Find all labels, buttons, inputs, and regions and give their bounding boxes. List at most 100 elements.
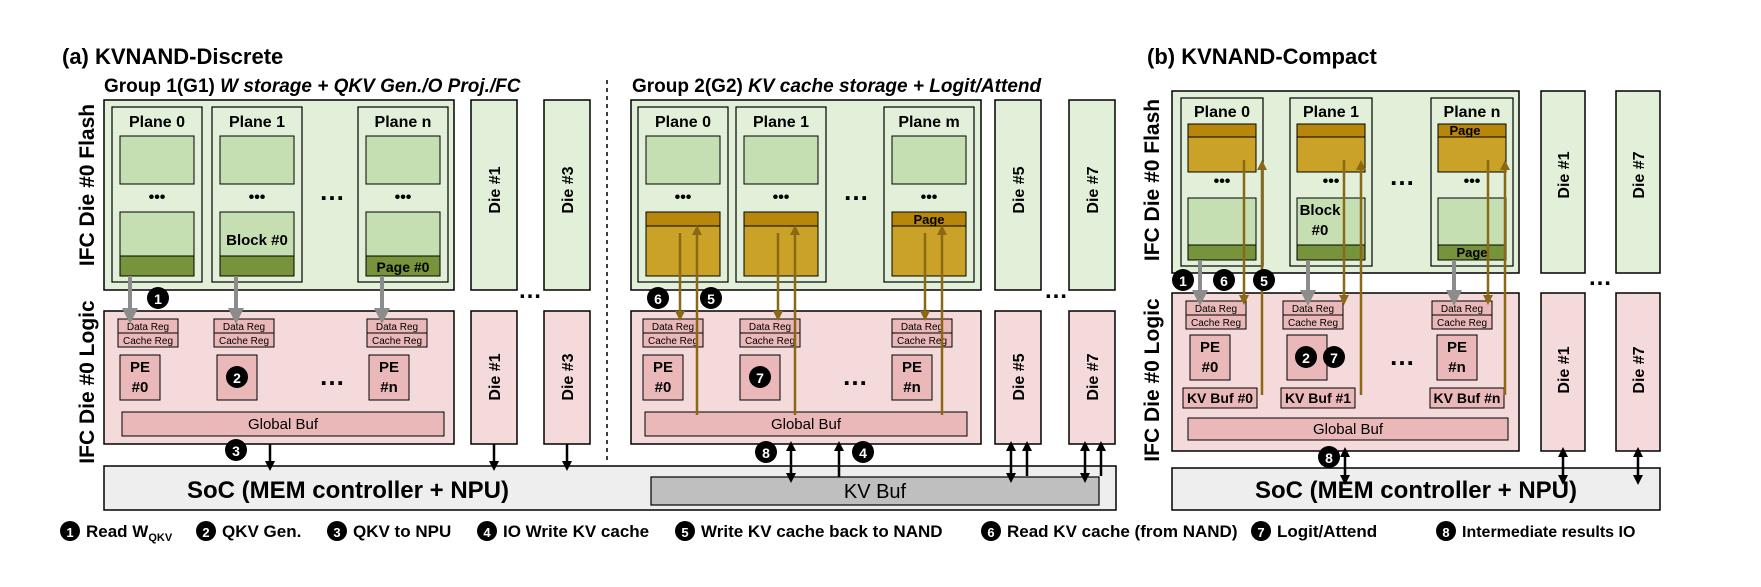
cache-reg-label: Cache Reg (1191, 318, 1241, 329)
data-reg-label: Data Reg (127, 322, 169, 333)
g2-reg-n: Data Reg Cache Reg (891, 318, 953, 348)
kv-buf-label: KV Buf #n (1434, 390, 1501, 406)
plane-vdots: ••• (773, 189, 790, 206)
g2-pe-n: PE #n (891, 354, 933, 401)
g1-pe-n: PE #n (368, 354, 410, 401)
soc-compact (1171, 467, 1661, 511)
step-marker-2-b: 2 (1295, 346, 1317, 368)
legend-num: 5 (681, 525, 688, 540)
step-marker-5-a: 5 (700, 287, 722, 309)
die-7-logic-a (1068, 310, 1116, 445)
compact-pe-n: PE #n (1436, 334, 1478, 381)
g2-global-buf (644, 411, 968, 437)
step-marker-8-a: 8 (755, 441, 777, 463)
cache-reg-label: Cache Reg (123, 336, 173, 347)
plane-label: Plane n (1444, 104, 1501, 121)
plane-vdots: ••• (1214, 173, 1231, 190)
die-3-flash-a (543, 99, 591, 291)
compact-pe-0: PE #0 (1189, 334, 1231, 381)
kv-buf-label: KV Buf #0 (1187, 390, 1253, 406)
step-num: 5 (707, 291, 715, 307)
legend-text: Read WQKV (86, 522, 173, 544)
g2-reg-0: Data Reg Cache Reg (642, 318, 704, 348)
group2-prefix: Group 2(G2) (632, 76, 748, 97)
global-buf-label: Global Buf (771, 416, 842, 433)
die-ellipsis: … (1044, 277, 1068, 304)
data-reg-label: Data Reg (376, 322, 418, 333)
plane-label: Plane 0 (129, 114, 185, 131)
data-reg-label: Data Reg (223, 322, 265, 333)
step-marker-7-a: 7 (749, 366, 771, 388)
pe-index: #n (1448, 359, 1466, 376)
step-num: 6 (1220, 273, 1228, 289)
plane-ellipsis: … (843, 176, 869, 206)
group2-desc: KV cache storage + Logit/Attend (748, 76, 1041, 97)
legend-text: Intermediate results IO (1462, 524, 1635, 541)
legend-text: IO Write KV cache (503, 522, 649, 541)
step-num: 3 (232, 443, 240, 459)
kv-buf-soc-label: KV Buf (844, 481, 907, 503)
die-label: Die #7 (1631, 151, 1648, 198)
step-marker-7-b: 7 (1323, 346, 1345, 368)
cache-reg-label: Cache Reg (648, 336, 698, 347)
side-label-flash-a: IFC Die #0 Flash (76, 104, 99, 266)
legend-item-6: 6 Read KV cache (from NAND) (981, 521, 1238, 541)
die-label: Die #7 (1085, 166, 1102, 213)
plane-label: Plane 0 (1194, 104, 1250, 121)
step-num: 2 (233, 370, 241, 386)
pe-label: PE (130, 359, 150, 376)
plane-vdots: ••• (249, 189, 266, 206)
data-reg-label: Data Reg (749, 322, 791, 333)
die-5-flash-a (994, 99, 1042, 291)
legend-num: 8 (1442, 525, 1449, 540)
compact-reg-0: Data Reg Cache Reg (1185, 300, 1247, 330)
side-label-logic-a: IFC Die #0 Logic (76, 300, 99, 464)
die-1-flash-b (1540, 90, 1586, 274)
compact-reg-1: Data Reg Cache Reg (1282, 300, 1344, 330)
legend-num: 1 (66, 525, 73, 540)
group1-desc: W storage + QKV Gen./O Proj./FC (220, 76, 521, 97)
die-5-logic-a (994, 310, 1042, 445)
step-num: 7 (1330, 350, 1338, 366)
g2-plane-1: Plane 1 ••• (735, 106, 827, 283)
step-num: 2 (1302, 350, 1310, 366)
legend-text: Read KV cache (from NAND) (1007, 522, 1238, 541)
pe-label: PE (1200, 339, 1220, 356)
die-label: Die #7 (1631, 346, 1648, 393)
step-marker-8-b: 8 (1318, 446, 1340, 468)
group2-header: Group 2(G2) KV cache storage + Logit/Att… (632, 76, 1041, 97)
die-label: Die #5 (1011, 166, 1028, 213)
step-num: 8 (1325, 450, 1333, 466)
legend-item-2: 2 QKV Gen. (196, 521, 301, 541)
plane-vdots: ••• (395, 189, 412, 206)
legend-item-8: 8 Intermediate results IO (1436, 521, 1635, 541)
plane-ellipsis: … (1389, 161, 1415, 191)
legend-item-3: 3 QKV to NPU (327, 521, 451, 541)
pe-index: #n (903, 379, 921, 396)
pe-label: PE (653, 359, 673, 376)
compact-plane-1: Plane 1 ••• Block #0 (1289, 97, 1373, 267)
data-reg-label: Data Reg (652, 322, 694, 333)
pe-label: PE (902, 359, 922, 376)
step-num: 8 (762, 445, 770, 461)
step-marker-4-a: 4 (852, 441, 874, 463)
pe-index: #n (380, 379, 398, 396)
data-reg-label: Data Reg (901, 322, 943, 333)
cache-reg-label: Cache Reg (745, 336, 795, 347)
die-label: Die #3 (560, 353, 577, 400)
group1-prefix: Group 1(G1) (104, 76, 220, 97)
legend-text-sub: QKV (148, 532, 173, 544)
legend: 1 Read WQKV 2 QKV Gen. 3 QKV to NPU 4 IO… (60, 521, 1635, 544)
die-label: Die #7 (1085, 353, 1102, 400)
title-compact: (b) KVNAND-Compact (1147, 44, 1377, 69)
plane-vdots: ••• (921, 189, 938, 206)
g2-plane-m: Plane m ••• Page (883, 106, 975, 283)
plane-label: Plane 1 (229, 114, 285, 131)
die-7-flash-a (1068, 99, 1116, 291)
pe-index: #0 (655, 379, 672, 396)
cache-reg-label: Cache Reg (897, 336, 947, 347)
g1-reg-1: Data Reg Cache Reg (213, 318, 275, 348)
die-label: Die #5 (1011, 353, 1028, 400)
plane-label: Plane n (375, 114, 432, 131)
page-label: Page #0 (377, 259, 430, 275)
